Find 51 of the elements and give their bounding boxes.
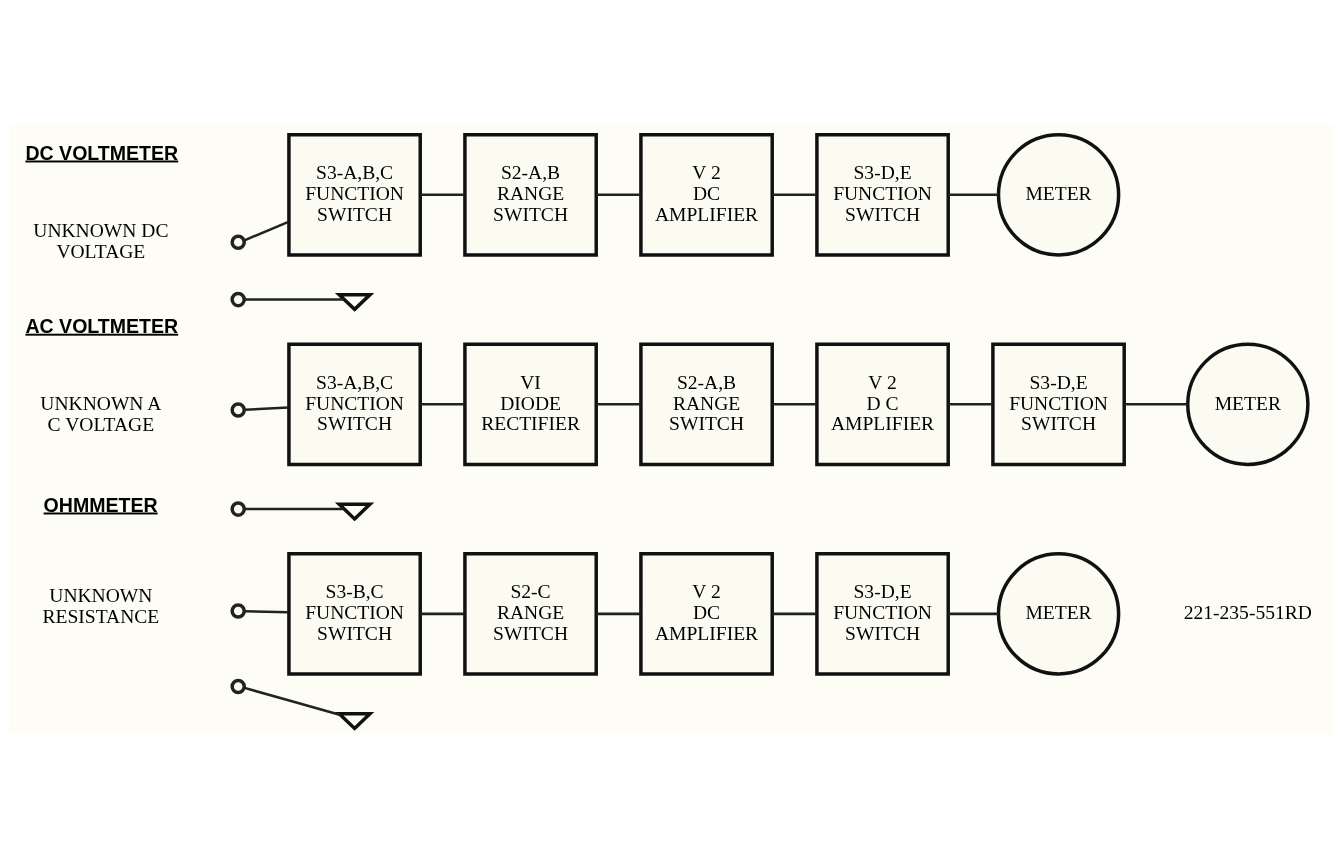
connector <box>596 402 641 406</box>
label: OHMMETER <box>43 492 158 515</box>
connector <box>420 612 465 615</box>
connector <box>244 220 289 241</box>
connector <box>244 609 289 614</box>
node-box: S3-A,B,C FUNCTION SWITCH <box>287 132 422 257</box>
node-circle: METER <box>996 551 1121 676</box>
node-box: S2-A,B RANGE SWITCH <box>463 132 598 257</box>
node-box: S3-D,E FUNCTION SWITCH <box>815 132 950 257</box>
label: UNKNOWN A C VOLTAGE <box>40 392 162 435</box>
node-box: V 2 DC AMPLIFIER <box>639 132 774 257</box>
connector <box>948 193 999 196</box>
label: AC VOLTMETER <box>25 314 179 337</box>
node-ground <box>334 502 375 521</box>
connector <box>948 402 993 406</box>
node-box: VI DIODE RECTIFIER <box>463 342 598 466</box>
connector <box>1124 402 1188 406</box>
label: UNKNOWN RESISTANCE <box>42 584 160 627</box>
connector <box>244 686 341 716</box>
connector <box>772 612 817 615</box>
node-dot <box>230 234 246 250</box>
node-box: S3-D,E FUNCTION SWITCH <box>991 342 1126 466</box>
node-box: S2-C RANGE SWITCH <box>463 551 598 676</box>
node-box: S3-A,B,C FUNCTION SWITCH <box>287 342 422 466</box>
node-box: S2-A,B RANGE SWITCH <box>639 342 774 466</box>
node-circle: METER <box>996 132 1121 257</box>
connector <box>420 193 465 196</box>
connector <box>596 193 641 196</box>
connector <box>948 612 999 615</box>
node-box: V 2 DC AMPLIFIER <box>639 551 774 676</box>
node-dot <box>230 401 246 418</box>
node-ground <box>334 292 375 312</box>
node-ground <box>334 711 375 731</box>
label: DC VOLTMETER <box>25 141 179 163</box>
connector <box>244 405 289 411</box>
node-dot <box>230 291 246 307</box>
node-circle: METER <box>1186 342 1310 466</box>
node-box: S3-D,E FUNCTION SWITCH <box>815 551 950 676</box>
connector <box>420 402 465 406</box>
connector <box>596 612 641 615</box>
label: UNKNOWN DC VOLTAGE <box>33 219 169 262</box>
connector <box>244 507 344 510</box>
node-box: V 2 D C AMPLIFIER <box>815 342 950 466</box>
connector <box>244 297 344 301</box>
node-dot <box>230 500 246 517</box>
node-box: S3-B,C FUNCTION SWITCH <box>287 551 422 676</box>
node-dot <box>230 602 246 619</box>
label: 221-235-551RD <box>1183 601 1312 623</box>
node-dot <box>230 678 246 694</box>
connector <box>772 402 817 406</box>
connector <box>772 193 817 196</box>
